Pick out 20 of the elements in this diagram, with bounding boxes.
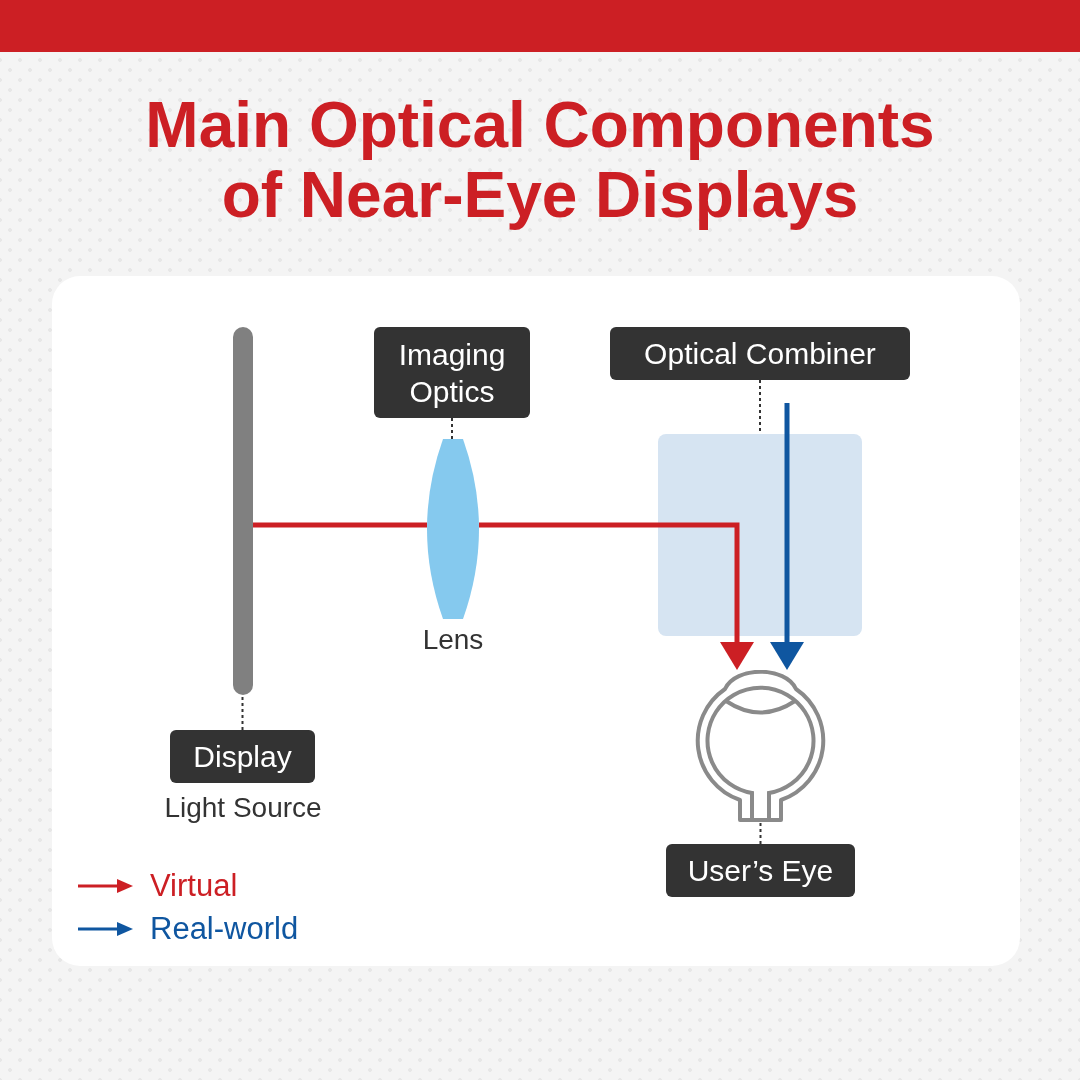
component-label: Imaging Optics — [374, 327, 530, 418]
legend-text: Real-world — [150, 910, 299, 948]
combiner-block — [658, 434, 862, 636]
light-ray-line — [253, 522, 427, 528]
component-label: User’s Eye — [666, 844, 855, 897]
display-panel — [233, 327, 253, 695]
arrow — [770, 403, 804, 670]
leader-line — [451, 417, 453, 440]
leader-line — [759, 821, 762, 845]
eye-drawing — [695, 670, 828, 822]
title: Main Optical Components of Near-Eye Displays — [144, 90, 936, 230]
legend-text: Virtual — [150, 867, 238, 905]
leader-line — [241, 694, 244, 731]
light-ray-line — [479, 522, 658, 528]
caption-text: Light Source — [164, 791, 322, 825]
arrow — [658, 522, 754, 670]
component-label: Display — [170, 730, 315, 783]
component-label: Optical Combiner — [610, 327, 910, 380]
caption-text: Lens — [422, 623, 484, 657]
lens-shape — [427, 439, 479, 619]
